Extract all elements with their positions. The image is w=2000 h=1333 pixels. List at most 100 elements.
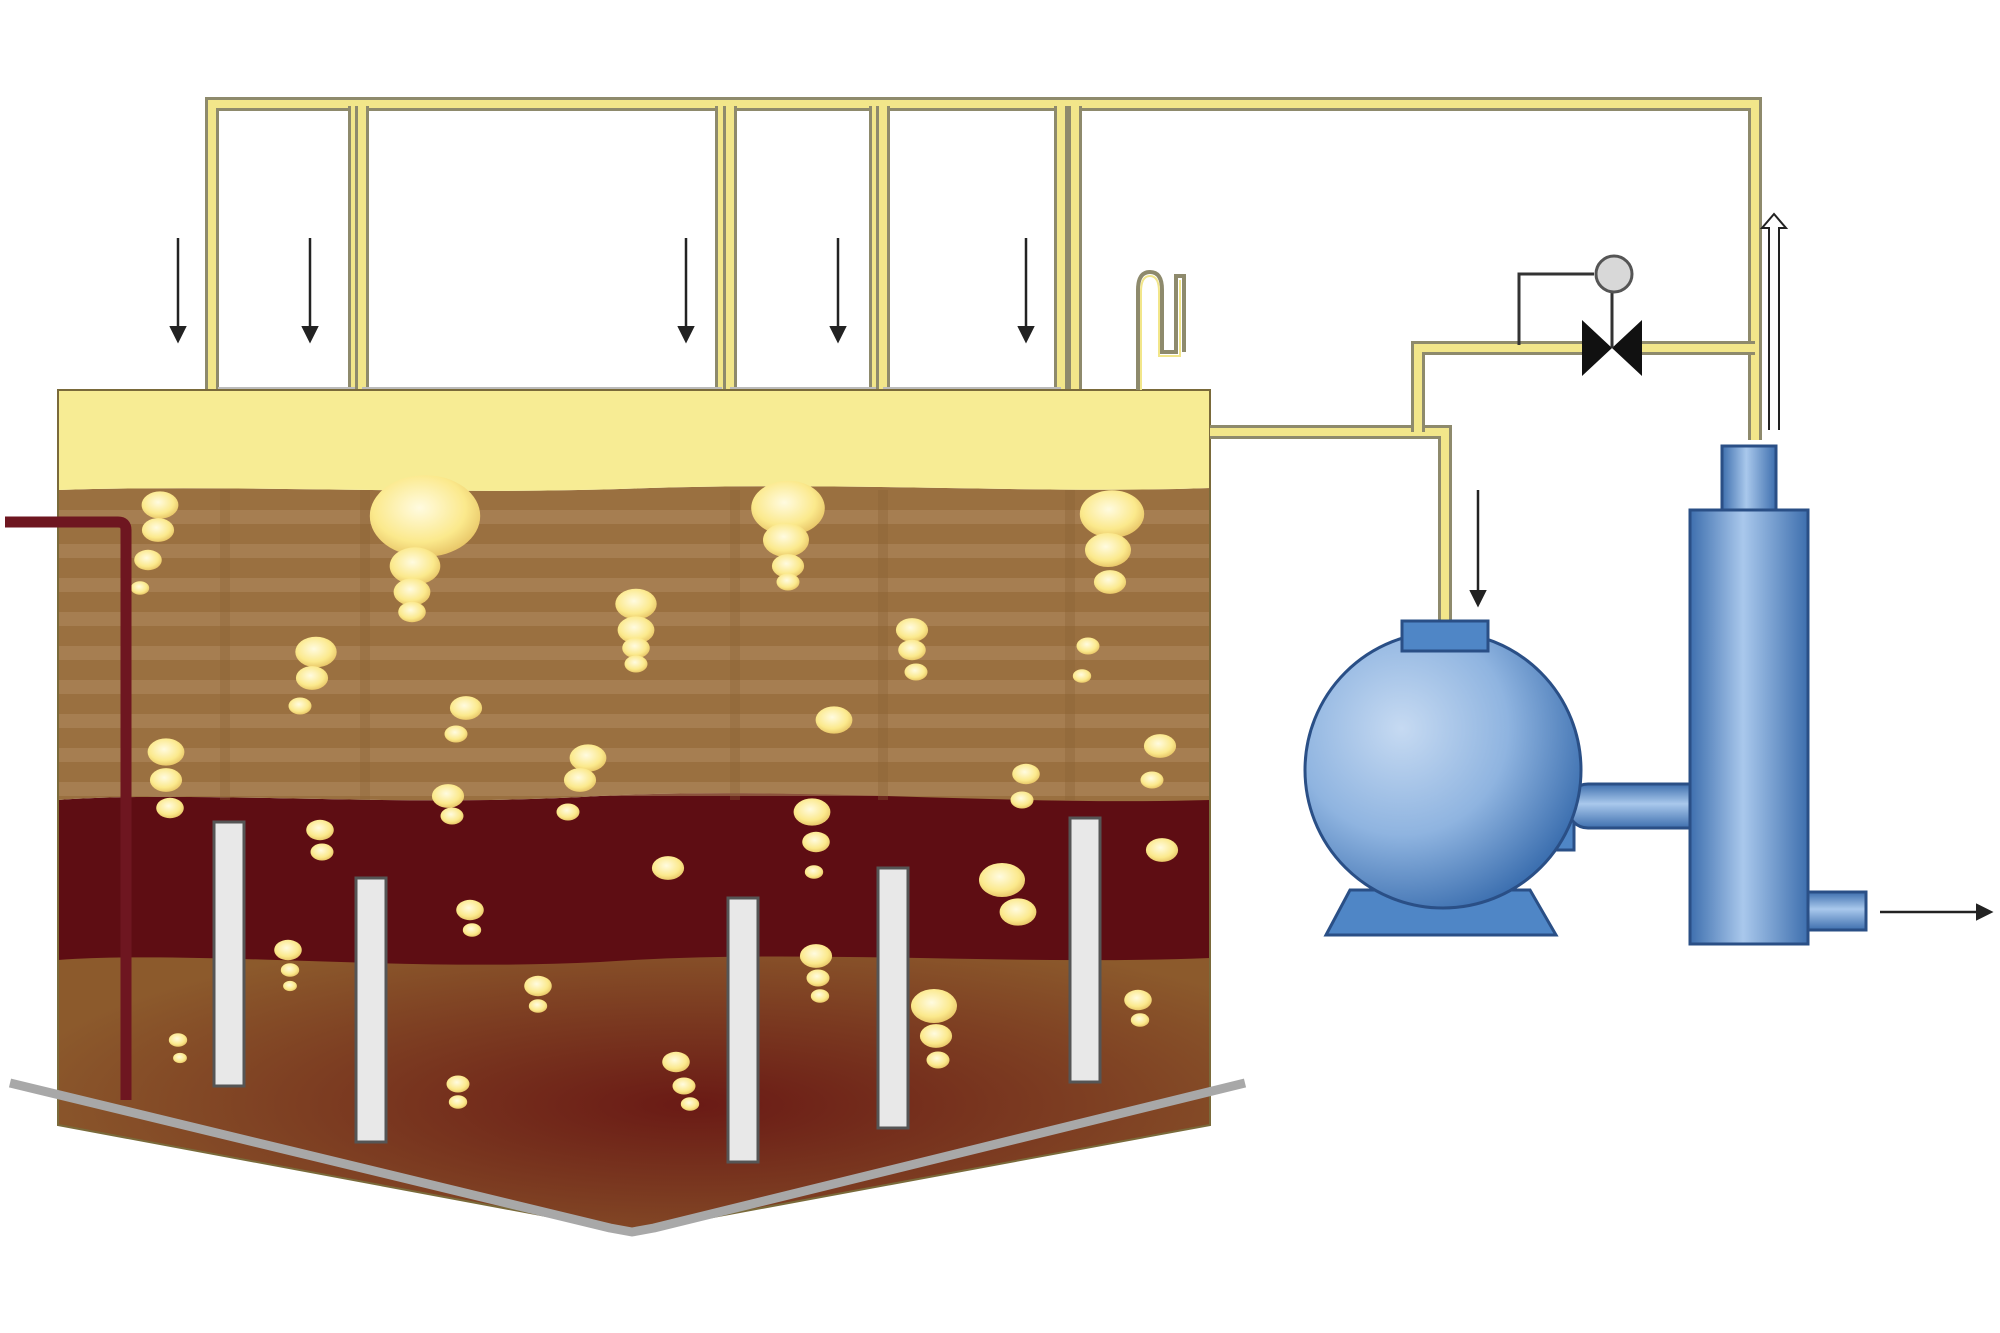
gas-bubble — [771, 554, 805, 578]
gas-bubble — [793, 798, 831, 826]
gas-bubble — [804, 865, 824, 879]
gas-bubble — [528, 999, 548, 1013]
gas-bubble — [147, 738, 185, 766]
draft-tube — [1068, 816, 1102, 1084]
gas-bubble — [815, 706, 853, 734]
active-sludge-layer — [58, 793, 1210, 965]
column-shadow — [1065, 490, 1075, 800]
gas-bubble — [680, 1097, 700, 1111]
gas-bubble — [979, 863, 1025, 897]
compressor-body — [1303, 630, 1583, 910]
gas-bubble — [895, 618, 929, 642]
gas-bubble — [448, 1095, 468, 1109]
gas-bubble — [1124, 989, 1152, 1011]
gas-bubble — [156, 797, 184, 819]
gas-bubble — [802, 831, 830, 853]
gas-bubble — [898, 639, 926, 661]
gas-transfer-line — [1210, 341, 1755, 621]
gas-bubble — [398, 601, 426, 623]
gas-bubble — [283, 980, 297, 992]
gas-bubble — [617, 616, 655, 644]
gas-bubble — [295, 636, 337, 668]
foam-stripe — [58, 714, 1210, 728]
draft-tubes — [212, 816, 1102, 1164]
gas-bubble — [763, 523, 809, 557]
gas-bubble — [393, 578, 431, 606]
gas-bubble — [806, 969, 830, 987]
compressor-inlet-nozzle — [1400, 619, 1490, 653]
pressure-gauge — [1517, 254, 1634, 348]
foam-stripe — [58, 510, 1210, 524]
tank-outline — [57, 389, 1211, 1234]
foam-stripe — [58, 680, 1210, 694]
separator-column — [1688, 444, 1868, 946]
gas-bubble — [1143, 734, 1177, 758]
gas-bubble — [563, 768, 597, 792]
column-shadow — [360, 490, 370, 800]
gas-bubble — [440, 807, 464, 825]
gas-bubble — [274, 939, 302, 961]
gas-bubble — [662, 1051, 690, 1073]
gas-bubble — [1012, 763, 1040, 785]
foam-stripe — [58, 748, 1210, 762]
flow-arrows — [169, 212, 1994, 921]
gas-bubble — [810, 989, 830, 1003]
gas-bubble — [446, 1075, 470, 1093]
gas-bubble — [1145, 838, 1179, 862]
gas-bubble — [919, 1024, 953, 1048]
draft-tube — [726, 896, 760, 1164]
separator-top-nozzle — [1720, 444, 1778, 512]
gas-exit-arrow — [1759, 212, 1789, 430]
inlet-pipe — [5, 516, 132, 1100]
gas-bubble — [1093, 570, 1127, 594]
gas-bubble — [431, 784, 465, 808]
gas-bubble — [168, 1033, 188, 1047]
gas-bubble — [280, 963, 300, 977]
tank-to-compressor-pipe — [1210, 425, 1452, 621]
gas-bubble — [462, 923, 482, 937]
gas-bubble — [569, 744, 607, 772]
gas-bubble — [1079, 490, 1145, 538]
column-shadow — [730, 490, 740, 800]
gas-bubble — [999, 898, 1037, 926]
gauge-dial-icon — [1594, 254, 1634, 294]
gas-bubble — [776, 573, 800, 591]
header-main-pipe — [205, 97, 1762, 440]
gas-cap — [58, 390, 1210, 491]
gas-bubble — [369, 475, 481, 557]
foam-stripe — [58, 782, 1210, 796]
gas-bubble — [444, 725, 468, 743]
foam-stripe — [58, 578, 1210, 592]
gas-bubbles — [130, 475, 1179, 1111]
control-valve — [1582, 320, 1642, 376]
separator-liquid-outlet — [1806, 890, 1868, 932]
foam-stripe — [58, 544, 1210, 558]
gas-bubble — [456, 899, 484, 921]
valve-inlet-pipe — [1411, 341, 1582, 432]
gas-bubble — [173, 1052, 187, 1064]
gas-bubble — [672, 1077, 696, 1095]
gas-bubble — [141, 491, 179, 519]
draft-tube — [212, 820, 246, 1088]
gas-bubble — [651, 856, 685, 880]
gas-bubble — [1072, 669, 1092, 683]
gas-bubble — [799, 944, 833, 968]
column-shadow — [220, 490, 230, 800]
separator-body — [1688, 508, 1810, 946]
gas-bubble — [1130, 1013, 1150, 1027]
gas-bubble — [624, 655, 648, 673]
draft-tube — [354, 876, 388, 1144]
gas-bubble — [1085, 533, 1131, 567]
compressor-base — [1323, 888, 1559, 937]
pressure-tap-icon — [1136, 269, 1186, 390]
gas-bubble — [389, 547, 441, 585]
draft-tube — [876, 866, 910, 1130]
gas-bubble — [306, 819, 334, 841]
gas-bubble — [449, 696, 483, 720]
gas-bubble — [622, 637, 650, 659]
digester-tank — [58, 390, 1210, 1232]
gas-bubble — [911, 989, 957, 1023]
gas-bubble — [134, 549, 162, 571]
gas-bubble — [130, 581, 150, 595]
